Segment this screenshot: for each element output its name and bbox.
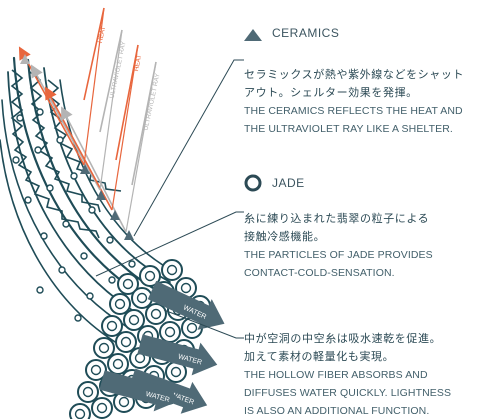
legend-jp-line: 加えて素材の軽量化も実現。 [244, 350, 395, 363]
legend-en-line: CONTACT-COLD-SENSATION. [244, 267, 395, 279]
incoming-uv-lower [99, 29, 123, 191]
hollow-fiber-core [114, 298, 126, 310]
hollow-fiber-core [120, 336, 132, 348]
hollow-fiber-core [186, 322, 198, 334]
ceramic-particle [80, 164, 90, 174]
jade-ring-icon [244, 174, 262, 192]
ceramic-particle [124, 230, 134, 240]
hollow-fiber-core [128, 314, 140, 326]
legend-title: CERAMICS [272, 26, 340, 40]
legend-jp-line: アウト。シェルター効果を発揮。 [244, 86, 418, 99]
leader-line [95, 211, 244, 277]
hollow-fiber-core [118, 396, 130, 408]
heat-label: HEAT [133, 54, 143, 72]
ceramic-particles [20, 54, 134, 240]
legend-title: JADE [272, 176, 305, 190]
incoming-uv-lower [125, 61, 157, 233]
hollow-fiber-core [136, 292, 148, 304]
ceramic-particle [96, 190, 106, 200]
ray-labels: HEAT ULTRAVIOLET RAY HEAT ULTRAVIOLET RA… [97, 26, 162, 131]
hollow-fiber-core [98, 342, 110, 354]
legend-en-line: THE PARTICLES OF JADE PROVIDES [244, 249, 433, 261]
incoming-heat-lower [83, 7, 105, 166]
water-arrow: WATER [99, 370, 180, 412]
heat-ray [83, 7, 105, 101]
water-arrows: WATER WATER WATER WATER [99, 280, 225, 414]
legend-en-line: THE HOLLOW FIBER ABSORBS AND [244, 369, 428, 381]
water-arrow: WATER [147, 280, 225, 330]
legend-jp-line: 中が空洞の中空糸は吸水速乾を促進。 [244, 332, 442, 345]
reflected-uv-ray [30, 64, 101, 191]
legend-jp-line: セラミックスが熱や紫外線などをシャット [244, 68, 465, 81]
uv-label: ULTRAVIOLET RAY [109, 40, 128, 99]
ceramic-particle [110, 210, 120, 220]
hollow-fiber-core [82, 386, 94, 398]
legend-en-line: THE ULTRAVIOLET RAY LIKE A SHELTER. [244, 123, 453, 135]
hollow-fiber-core [96, 402, 108, 414]
jade-particles [12, 108, 136, 322]
rays [18, 7, 157, 233]
hollow-fiber-core [74, 408, 86, 419]
hollow-fiber-core [112, 358, 124, 370]
hollow-fiber-core [144, 270, 156, 282]
legend-en-line: THE CERAMICS REFLECTS THE HEAT AND [244, 105, 463, 117]
uv-ray [99, 29, 123, 133]
heat-label: HEAT [97, 26, 107, 44]
ceramic-particle [20, 54, 30, 64]
reflected-heat-ray [44, 86, 113, 211]
uv-label: ULTRAVIOLET RAY [143, 72, 162, 131]
ceramics-triangle-icon [244, 29, 262, 41]
legend-en-line: IS ALSO AN ADDITIONAL FUNCTION. [244, 405, 430, 417]
leader-lines [95, 59, 244, 339]
legend-jp-line: 糸に練り込まれた翡翠の粒子による [244, 212, 430, 225]
hollow-fiber-core [166, 264, 178, 276]
hollow-fiber-core [122, 278, 134, 290]
hollow-fiber-core [106, 320, 118, 332]
leader-line [133, 59, 244, 237]
hollow-fiber-core [164, 326, 176, 338]
hollow-fiber-core [150, 308, 162, 320]
fiber-strand [59, 79, 179, 275]
incoming-heat-lower [111, 44, 139, 211]
hollow-fiber-core [170, 366, 182, 378]
water-arrow: WATER [137, 334, 218, 376]
leader-line [163, 309, 244, 339]
legend-en-line: DIFFUSES WATER QUICKLY. LIGHTNESS [244, 387, 452, 399]
fiber-strand [0, 139, 121, 346]
heat-ray [115, 44, 139, 161]
legend-jp-line: 接触冷感機能。 [244, 230, 326, 243]
hollow-fiber-core [180, 282, 192, 294]
fiber-strand [26, 58, 162, 294]
fiber-strand [7, 71, 141, 316]
hollow-fiber-core [90, 364, 102, 376]
